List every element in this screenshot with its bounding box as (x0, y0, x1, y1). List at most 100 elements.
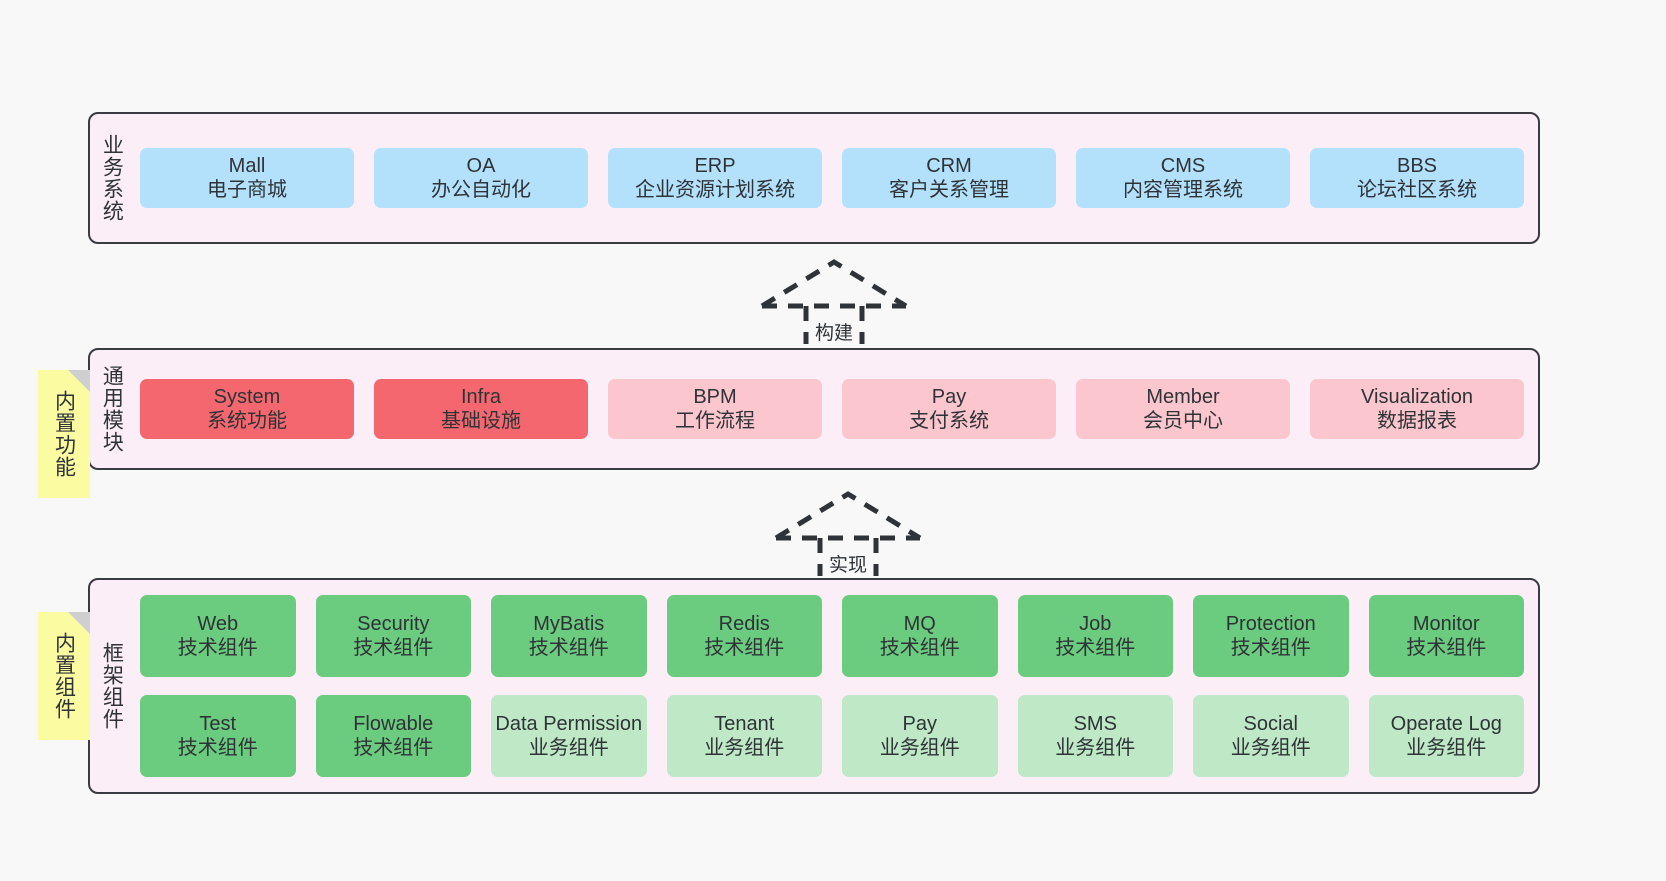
card-title: Social (1243, 712, 1298, 735)
card-flowable[interactable]: Flowable 技术组件 (315, 695, 471, 777)
card-title: Pay (931, 385, 967, 408)
layer-body-framework-components: Web 技术组件 Security 技术组件 MyBatis 技术组件 Redi… (132, 580, 1538, 792)
card-social[interactable]: Social 业务组件 (1193, 695, 1349, 777)
folded-corner-icon (68, 612, 90, 634)
card-title: Operate Log (1390, 712, 1502, 735)
card-test[interactable]: Test 技术组件 (140, 695, 296, 777)
layer-body-business-systems: Mall 电子商城 OA 办公自动化 ERP 企业资源计划系统 CRM 客户关系… (132, 114, 1538, 242)
note-label: 内置组件 (52, 632, 76, 720)
card-title: Mall (228, 154, 266, 177)
card-protection[interactable]: Protection 技术组件 (1193, 595, 1349, 677)
layer-framework-components: 框架组件 Web 技术组件 Security 技术组件 MyBatis 技术组件… (88, 578, 1540, 794)
arrow-stem (817, 538, 879, 576)
card-subtitle: 论坛社区系统 (1357, 179, 1477, 201)
card-title: Member (1146, 385, 1220, 408)
card-subtitle: 技术组件 (353, 737, 434, 759)
layer-title-framework-components: 框架组件 (100, 642, 124, 730)
card-title: Infra (460, 385, 502, 408)
card-bbs[interactable]: BBS 论坛社区系统 (1310, 147, 1524, 209)
card-mybatis[interactable]: MyBatis 技术组件 (491, 595, 647, 677)
card-subtitle: 技术组件 (177, 637, 258, 659)
card-subtitle: 工作流程 (675, 410, 755, 432)
card-subtitle: 业务组件 (879, 737, 960, 759)
card-bpm[interactable]: BPM 工作流程 (608, 378, 822, 440)
card-tenant[interactable]: Tenant 业务组件 (666, 695, 822, 777)
card-title: Job (1079, 612, 1112, 635)
card-title: Security (357, 612, 430, 635)
card-subtitle: 系统功能 (207, 410, 287, 432)
note-builtin-features: 内置功能 (38, 370, 90, 498)
arrow-head-triangle (760, 259, 908, 309)
card-job[interactable]: Job 技术组件 (1017, 595, 1173, 677)
card-title: CMS (1160, 154, 1206, 177)
arrow-implement: 实现 (772, 490, 924, 578)
layer-common-modules: 通用模块 System 系统功能 Infra 基础设施 BPM 工作流程 Pay… (88, 348, 1540, 470)
card-mall[interactable]: Mall 电子商城 (140, 147, 354, 209)
card-title: System (213, 385, 281, 408)
card-operate-log[interactable]: Operate Log 业务组件 (1368, 695, 1524, 777)
card-data-permission[interactable]: Data Permission 业务组件 (491, 695, 647, 777)
card-title: BBS (1396, 154, 1438, 177)
arrow-build: 构建 (758, 258, 910, 346)
card-subtitle: 办公自动化 (431, 179, 531, 201)
card-title: MyBatis (533, 612, 605, 635)
card-infra[interactable]: Infra 基础设施 (374, 378, 588, 440)
card-pay-module[interactable]: Pay 支付系统 (842, 378, 1056, 440)
layer-business-systems: 业务系统 Mall 电子商城 OA 办公自动化 ERP 企业资源计划系统 CRM… (88, 112, 1540, 244)
card-subtitle: 业务组件 (1406, 737, 1487, 759)
card-subtitle: 会员中心 (1143, 410, 1223, 432)
card-subtitle: 内容管理系统 (1123, 179, 1243, 201)
card-title: BPM (693, 385, 737, 408)
card-web[interactable]: Web 技术组件 (140, 595, 296, 677)
card-pay-component[interactable]: Pay 业务组件 (842, 695, 998, 777)
card-title: Flowable (353, 712, 434, 735)
card-mq[interactable]: MQ 技术组件 (842, 595, 998, 677)
card-security[interactable]: Security 技术组件 (315, 595, 471, 677)
card-title: Web (197, 612, 239, 635)
folded-corner-icon (68, 370, 90, 392)
card-subtitle: 支付系统 (909, 410, 989, 432)
card-title: Data Permission (495, 712, 643, 735)
card-title: SMS (1073, 712, 1117, 735)
card-title: CRM (926, 154, 972, 177)
card-subtitle: 技术组件 (879, 637, 960, 659)
card-member[interactable]: Member 会员中心 (1076, 378, 1290, 440)
card-system[interactable]: System 系统功能 (140, 378, 354, 440)
arrow-implement-label: 实现 (826, 555, 870, 576)
layer-title-common-modules: 通用模块 (100, 365, 124, 453)
note-label: 内置功能 (52, 390, 76, 478)
card-title: MQ (903, 612, 936, 635)
card-row: Web 技术组件 Security 技术组件 MyBatis 技术组件 Redi… (140, 595, 1524, 677)
card-oa[interactable]: OA 办公自动化 (374, 147, 588, 209)
note-builtin-components: 内置组件 (38, 612, 90, 740)
card-subtitle: 业务组件 (1230, 737, 1311, 759)
card-title: OA (466, 154, 496, 177)
card-title: Pay (902, 712, 937, 735)
card-subtitle: 技术组件 (1406, 637, 1487, 659)
arrow-build-label: 构建 (812, 323, 856, 344)
card-subtitle: 技术组件 (353, 637, 434, 659)
card-monitor[interactable]: Monitor 技术组件 (1368, 595, 1524, 677)
card-title: Visualization (1361, 385, 1473, 408)
arrow-head-triangle (774, 491, 922, 541)
card-title: Redis (718, 612, 770, 635)
card-title: Protection (1225, 612, 1316, 635)
card-subtitle: 业务组件 (704, 737, 785, 759)
card-visualization[interactable]: Visualization 数据报表 (1310, 378, 1524, 440)
card-subtitle: 技术组件 (528, 637, 609, 659)
card-title: Test (199, 712, 237, 735)
card-cms[interactable]: CMS 内容管理系统 (1076, 147, 1290, 209)
card-row: System 系统功能 Infra 基础设施 BPM 工作流程 Pay 支付系统… (140, 378, 1524, 440)
card-subtitle: 基础设施 (441, 410, 521, 432)
arrow-stem (803, 306, 865, 344)
card-subtitle: 技术组件 (704, 637, 785, 659)
card-sms[interactable]: SMS 业务组件 (1017, 695, 1173, 777)
card-erp[interactable]: ERP 企业资源计划系统 (608, 147, 822, 209)
card-crm[interactable]: CRM 客户关系管理 (842, 147, 1056, 209)
card-title: Monitor (1412, 612, 1480, 635)
card-subtitle: 技术组件 (1055, 637, 1136, 659)
card-redis[interactable]: Redis 技术组件 (666, 595, 822, 677)
card-row: Test 技术组件 Flowable 技术组件 Data Permission … (140, 695, 1524, 777)
card-title: Tenant (714, 712, 775, 735)
card-subtitle: 业务组件 (528, 737, 609, 759)
